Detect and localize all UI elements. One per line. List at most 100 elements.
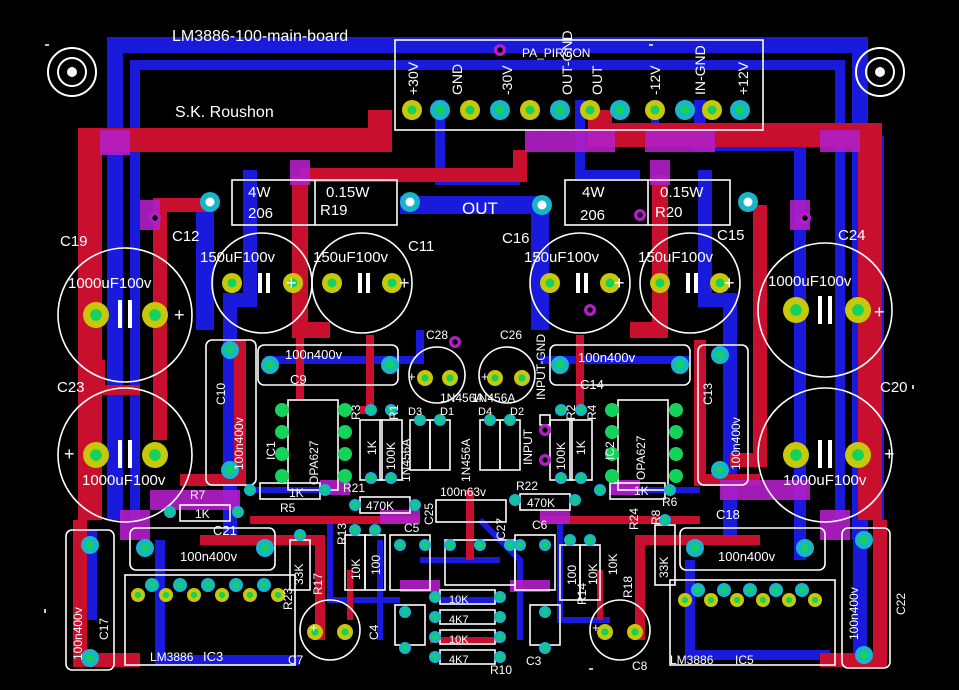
svg-text:R23: R23 [281,588,295,610]
mounting-hole-icon [855,47,905,97]
svg-text:206: 206 [580,207,605,224]
rotated-labels: C10 100n400v C13 100n400v C17 100n400v C… [71,334,908,660]
connector-pin-label: +12V [735,61,751,95]
pad-hole [491,374,499,382]
pad-hole [477,542,483,548]
svg-text:150uF100v: 150uF100v [524,249,600,266]
pad-hole [162,591,170,599]
svg-text:+: + [614,273,625,293]
pad-hole [852,304,864,316]
pad-hole [341,406,349,414]
silkscreen-text: LM3886-100-main-board S.K. Roushon PA_PI… [57,28,908,677]
pad-hole [190,591,198,599]
pad-hole [225,345,235,355]
pad-hole [235,509,241,515]
pad-hole [694,586,702,594]
c15-label: C15 [717,227,745,244]
pad-hole [800,543,810,553]
svg-text:10K: 10K [349,559,363,580]
svg-text:10K: 10K [449,634,469,646]
pad-hole [662,517,668,523]
svg-text:470K: 470K [366,499,394,513]
pad-hole [537,200,547,210]
svg-text:100n63v: 100n63v [440,485,486,499]
svg-text:+: + [399,273,410,293]
pad-hole [518,374,526,382]
pad-hole [447,542,453,548]
pad-hole [297,532,303,538]
connector-pin-label: IN-GND [692,45,708,95]
connector-outline [394,39,764,131]
svg-text:+: + [286,273,297,293]
svg-text:R24: R24 [627,508,641,530]
svg-text:1K: 1K [289,486,304,500]
pad-hole [85,540,95,550]
svg-text:R17: R17 [311,573,325,595]
connector-pin-label: -12V [647,65,663,95]
c21-label: C21 [213,523,237,538]
pad-hole [601,628,609,636]
pad-hole [517,542,523,548]
svg-text:1K: 1K [195,507,210,521]
svg-text:C27: C27 [494,518,508,540]
pad-hole [387,278,397,288]
pad-hole [341,472,349,480]
pad-hole [140,543,150,553]
pad-hole [452,339,458,345]
pad-hole [507,542,513,548]
pad-hole [341,628,349,636]
svg-text:100n400v: 100n400v [729,417,743,470]
pad-hole [407,105,417,115]
pad-hole [735,105,745,115]
svg-text:4K7: 4K7 [449,614,469,626]
svg-text:D4: D4 [478,406,492,418]
svg-text:R22: R22 [516,479,538,493]
pad-hole [385,360,395,370]
svg-text:C8: C8 [632,659,648,673]
pad-hole [572,497,578,503]
svg-text:R3: R3 [349,404,363,420]
c24-label: C24 [838,227,866,244]
c11-outline [311,232,413,334]
c20-label: C20 [880,379,908,396]
pad-hole [421,374,429,382]
pad-hole [149,309,161,321]
svg-text:+: + [481,369,489,384]
svg-text:+: + [884,444,895,464]
pad-hole [512,497,518,503]
pad-hole [204,581,212,589]
pad-hole [608,428,616,436]
c16-label: C16 [502,230,530,247]
pad-hole [232,581,240,589]
pad-hole [497,47,503,53]
pad-hole [247,487,253,493]
c10-outline [205,339,257,486]
ic1-label: IC1 [264,441,278,460]
pad-hole [675,360,685,370]
pad-hole [278,406,286,414]
pad-hole [681,596,689,604]
pad-hole [167,509,173,515]
connector-pin-label: OUT-GND [559,30,575,95]
pad-hole [446,374,454,382]
ic2-label: IC2 [603,441,617,460]
pad-hole [341,450,349,458]
connector-title: PA_PIRCON [522,46,590,60]
svg-text:470K: 470K [527,496,555,510]
svg-text:100K: 100K [384,442,398,470]
board-title: LM3886-100-main-board [172,28,348,45]
c17-label: C17 [97,618,111,640]
svg-text:10K: 10K [606,554,620,575]
svg-text:1000uF100v: 1000uF100v [783,472,867,489]
pad-hole [733,596,741,604]
svg-text:R4: R4 [585,404,599,420]
author-label: S.K. Roushon [175,104,274,121]
c22-label: C22 [894,593,908,615]
svg-text:INPUT-GND: INPUT-GND [534,334,548,400]
pad-hole [388,475,394,481]
svg-text:1N456A: 1N456A [399,439,413,482]
pad-hole [545,278,555,288]
pad-hole [402,645,408,651]
